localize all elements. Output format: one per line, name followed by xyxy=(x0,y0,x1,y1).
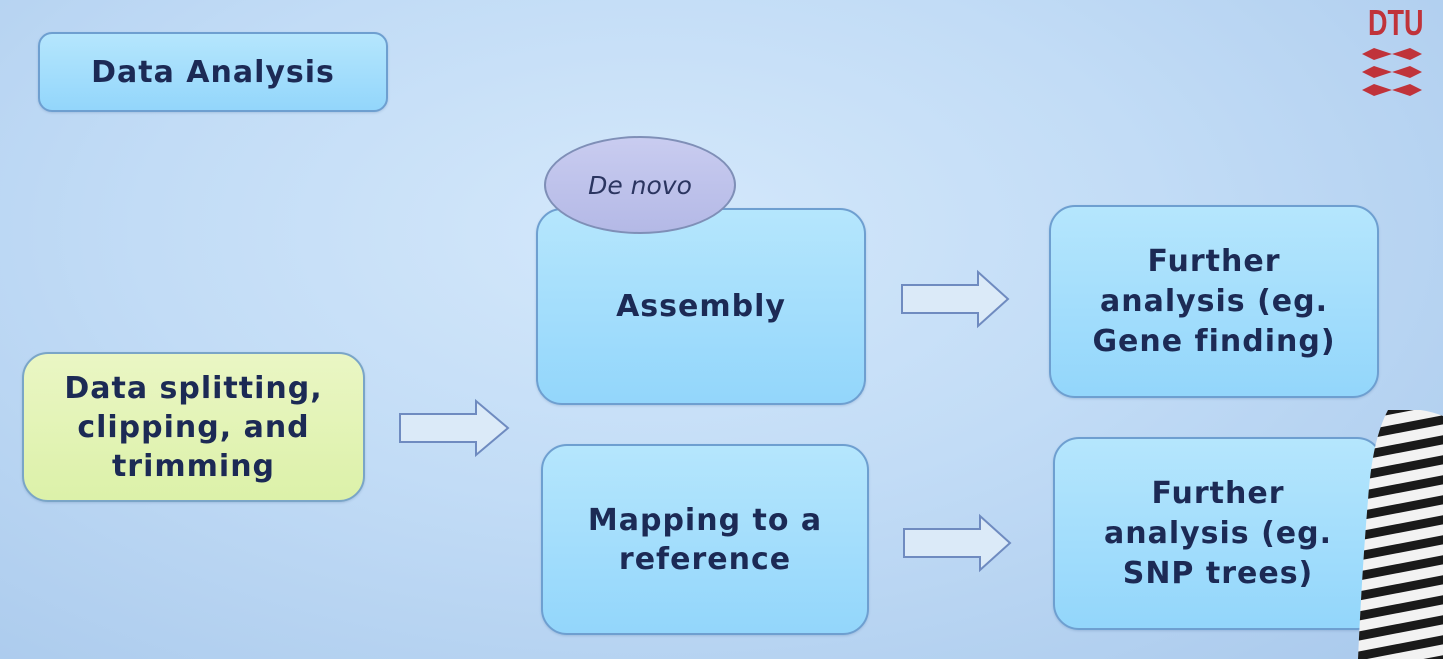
further-analysis-gene-label: Further analysis (eg. Gene finding) xyxy=(1092,243,1336,359)
title-box: Data Analysis xyxy=(38,32,388,112)
mapping-label: Mapping to a reference xyxy=(587,502,823,577)
dtu-logo-text: DTU xyxy=(1368,2,1424,43)
presenter-silhouette xyxy=(1358,410,1443,659)
de-novo-label: De novo xyxy=(588,170,692,200)
further-analysis-snp-label: Further analysis (eg. SNP trees) xyxy=(1103,475,1333,591)
dtu-logo-mark-icon xyxy=(1362,48,1422,96)
arrow-right-icon xyxy=(903,513,1012,573)
de-novo-ellipse: De novo xyxy=(544,136,736,234)
page-title: Data Analysis xyxy=(91,54,335,90)
mapping-box: Mapping to a reference xyxy=(541,444,869,635)
assembly-label: Assembly xyxy=(616,289,786,324)
assembly-box: Assembly xyxy=(536,208,866,405)
further-analysis-gene-box: Further analysis (eg. Gene finding) xyxy=(1049,205,1379,398)
arrow-right-icon xyxy=(901,269,1010,329)
dtu-logo: DTU xyxy=(1360,2,1424,102)
data-splitting-box: Data splitting, clipping, and trimming xyxy=(22,352,365,502)
data-splitting-label: Data splitting, clipping, and trimming xyxy=(64,370,323,484)
arrow-right-icon xyxy=(399,398,510,458)
further-analysis-snp-box: Further analysis (eg. SNP trees) xyxy=(1053,437,1383,630)
